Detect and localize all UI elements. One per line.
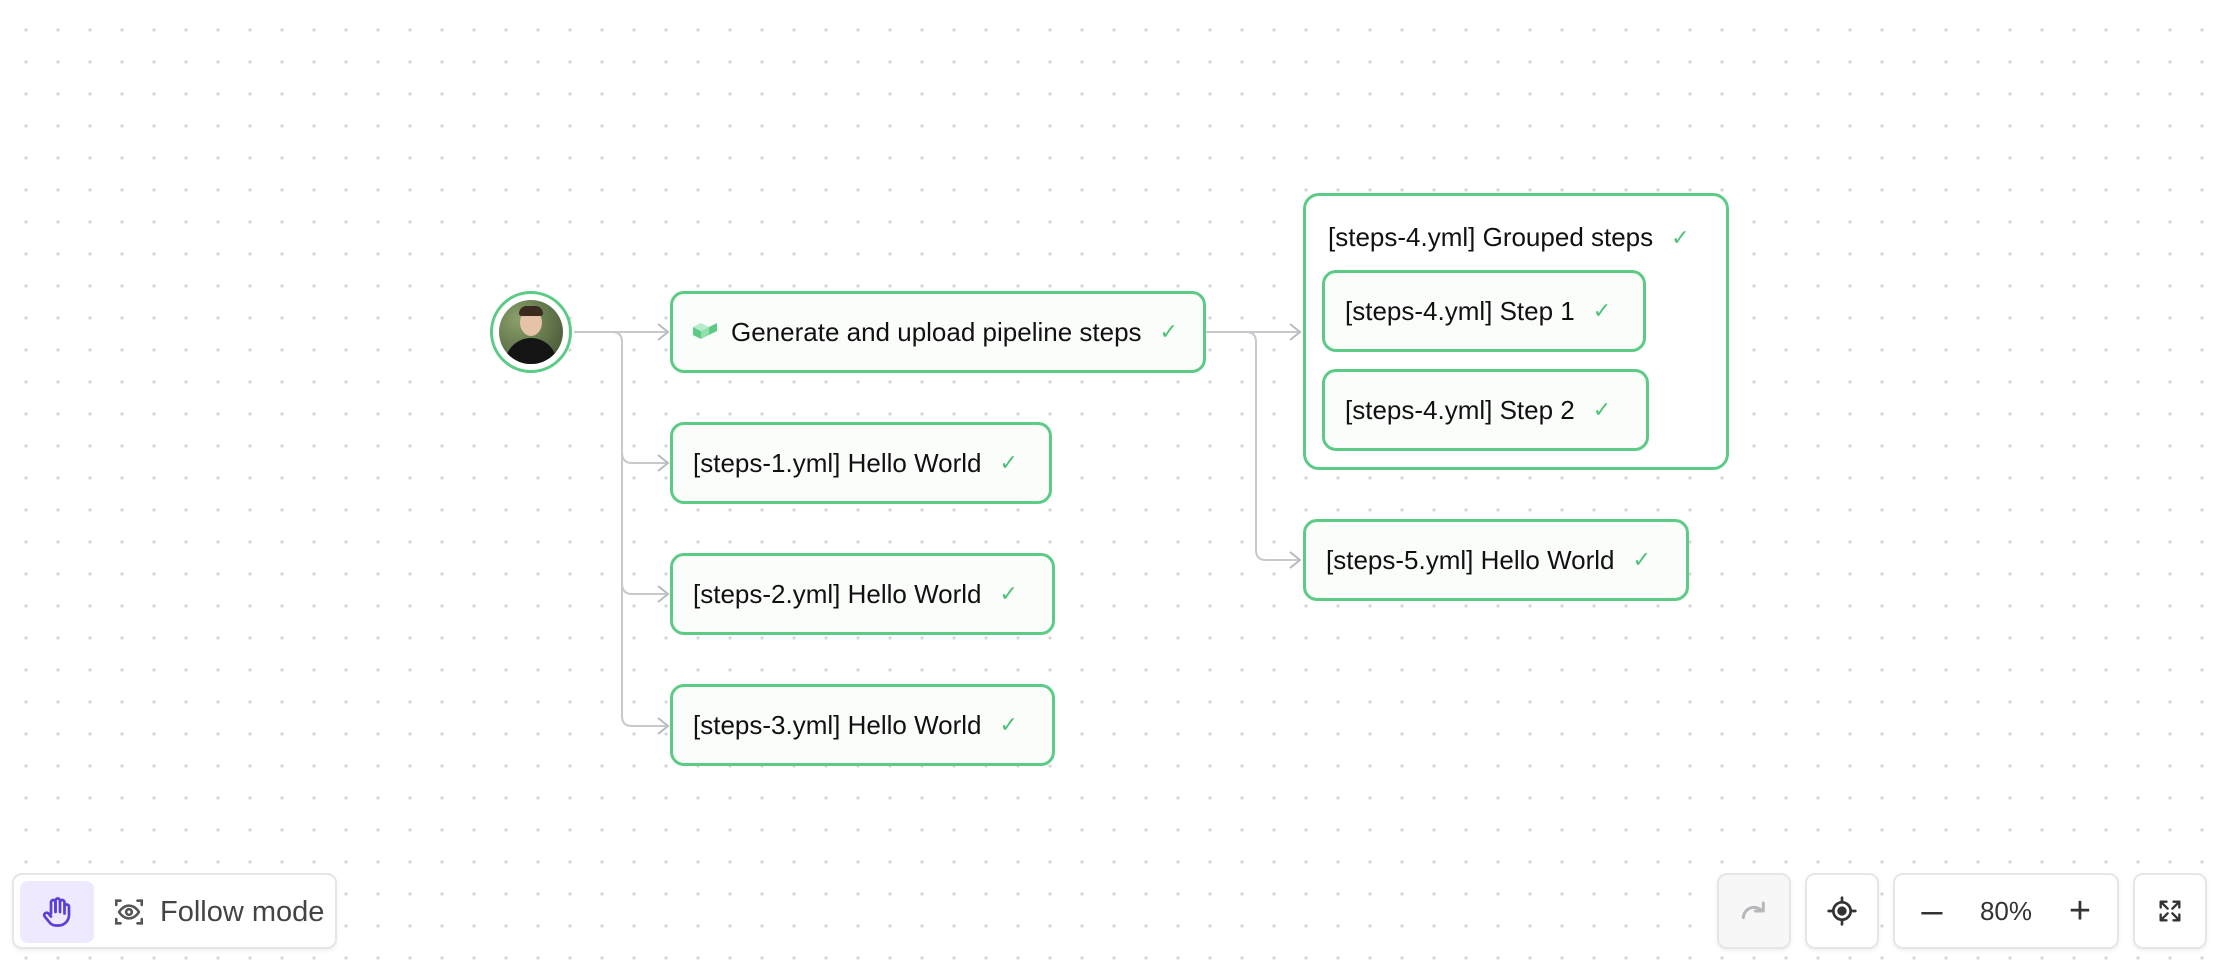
crosshair-icon [1827,896,1857,926]
step-label: [steps-4.yml] Step 2 [1345,394,1575,425]
check-icon: ✓ [1159,319,1178,344]
hand-icon [42,897,71,927]
step-steps-4-step-1[interactable]: [steps-4.yml] Step 1 ✓ [1322,270,1646,352]
zoom-level: 80% [1979,895,2033,926]
step-label: [steps-2.yml] Hello World [693,578,982,609]
zoom-controls: – 80% + [1893,873,2119,949]
check-icon: ✓ [999,450,1018,475]
pan-mode-button[interactable] [20,881,94,943]
zoom-in-button[interactable]: + [2068,890,2092,932]
check-icon: ✓ [999,581,1018,606]
group-title-label: [steps-4.yml] Grouped steps [1328,222,1654,252]
check-icon: ✓ [1592,397,1612,422]
zoom-out-button[interactable]: – [1921,890,1943,932]
eye-focus-icon [114,899,144,925]
step-steps-3[interactable]: [steps-3.yml] Hello World ✓ [670,684,1055,766]
step-steps-2[interactable]: [steps-2.yml] Hello World ✓ [670,553,1055,635]
avatar-photo [499,300,563,364]
fullscreen-button[interactable] [2133,873,2207,949]
step-label: [steps-4.yml] Step 1 [1345,295,1575,326]
group-title: [steps-4.yml] Grouped steps ✓ [1328,222,1690,253]
redo-button[interactable] [1717,873,1791,949]
follow-mode-label: Follow mode [160,895,325,928]
user-avatar[interactable] [490,291,572,373]
check-icon: ✓ [999,712,1018,737]
step-label: [steps-3.yml] Hello World [693,709,982,740]
check-icon: ✓ [1632,547,1651,572]
canvas-mode-toolbar: Follow mode [12,873,337,949]
recenter-button[interactable] [1805,873,1879,949]
step-label: Generate and upload pipeline steps [731,316,1142,347]
step-steps-4-step-2[interactable]: [steps-4.yml] Step 2 ✓ [1322,369,1649,451]
redo-icon [1741,901,1765,920]
check-icon: ✓ [1671,224,1690,250]
buildkite-logo-icon [693,317,719,348]
step-label: [steps-5.yml] Hello World [1326,544,1615,575]
step-generate-upload[interactable]: Generate and upload pipeline steps ✓ [670,291,1206,373]
fullscreen-icon [2159,900,2181,922]
check-icon: ✓ [1592,298,1612,323]
step-label: [steps-1.yml] Hello World [693,447,982,478]
follow-mode-button[interactable]: Follow mode [112,881,324,943]
step-steps-5[interactable]: [steps-5.yml] Hello World ✓ [1303,519,1689,601]
step-steps-1[interactable]: [steps-1.yml] Hello World ✓ [670,422,1052,504]
